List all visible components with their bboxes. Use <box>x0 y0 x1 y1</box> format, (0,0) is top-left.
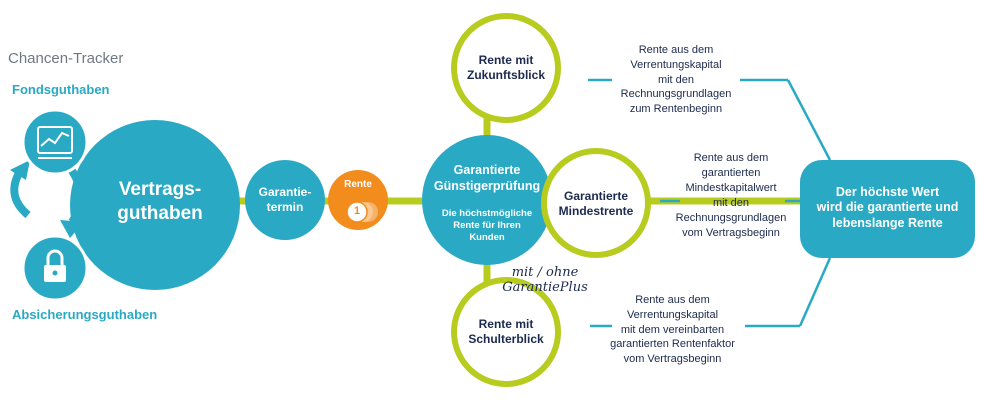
schulterblick-note: Rente aus dem Verrentungskapital mit dem… <box>610 293 735 366</box>
script-annotation-line2: GarantiePlus <box>502 280 588 295</box>
script-annotation-line1: mit / ohne <box>511 265 579 280</box>
result-box <box>800 160 975 258</box>
mindestrente-title: Garantierte Mindestrente <box>558 189 634 218</box>
fondsguthaben-label: Fondsguthaben <box>12 82 110 97</box>
absicherungsguthaben-label: Absicherungsguthaben <box>12 307 158 322</box>
guenstigerpruefung-subtitle: Die höchstmögliche Rente für Ihren Kunde… <box>441 208 533 243</box>
guenstigerpruefung-title: Garantierte Günstigerprüfung <box>433 163 541 193</box>
line-chart-icon <box>37 126 73 159</box>
vertragsguthaben-circle <box>70 120 240 290</box>
schulterblick-circle <box>451 277 561 387</box>
bracket-top <box>786 79 832 161</box>
garantietermin-circle <box>245 160 325 240</box>
padlock-icon <box>44 249 66 282</box>
mindestrente-note: Rente aus dem garantierten Mindestkapita… <box>675 152 787 239</box>
vertragsguthaben-label: Vertrags- guthaben <box>117 179 203 224</box>
coin-stack-icon <box>346 201 378 223</box>
mindestrente-circle <box>541 148 651 258</box>
schulterblick-title: Rente mit Schulterblick <box>468 317 544 346</box>
guenstigerpruefung-circle <box>422 135 552 265</box>
bracket-bottom <box>798 257 832 327</box>
result-text: Der höchste Wert wird die garantierte un… <box>816 184 959 230</box>
zukunftsblick-circle <box>451 13 561 123</box>
zukunftsblick-note: Rente aus dem Verrentungskapital mit den… <box>620 43 732 116</box>
garantietermin-label: Garantie- termin <box>258 185 312 214</box>
zukunftsblick-title: Rente mit Zukunftsblick <box>466 53 545 82</box>
rente-coin-number: 1 <box>353 205 361 218</box>
rente-badge-label: Rente <box>344 178 372 190</box>
chancen-tracker-title: Chancen-Tracker <box>8 50 124 67</box>
